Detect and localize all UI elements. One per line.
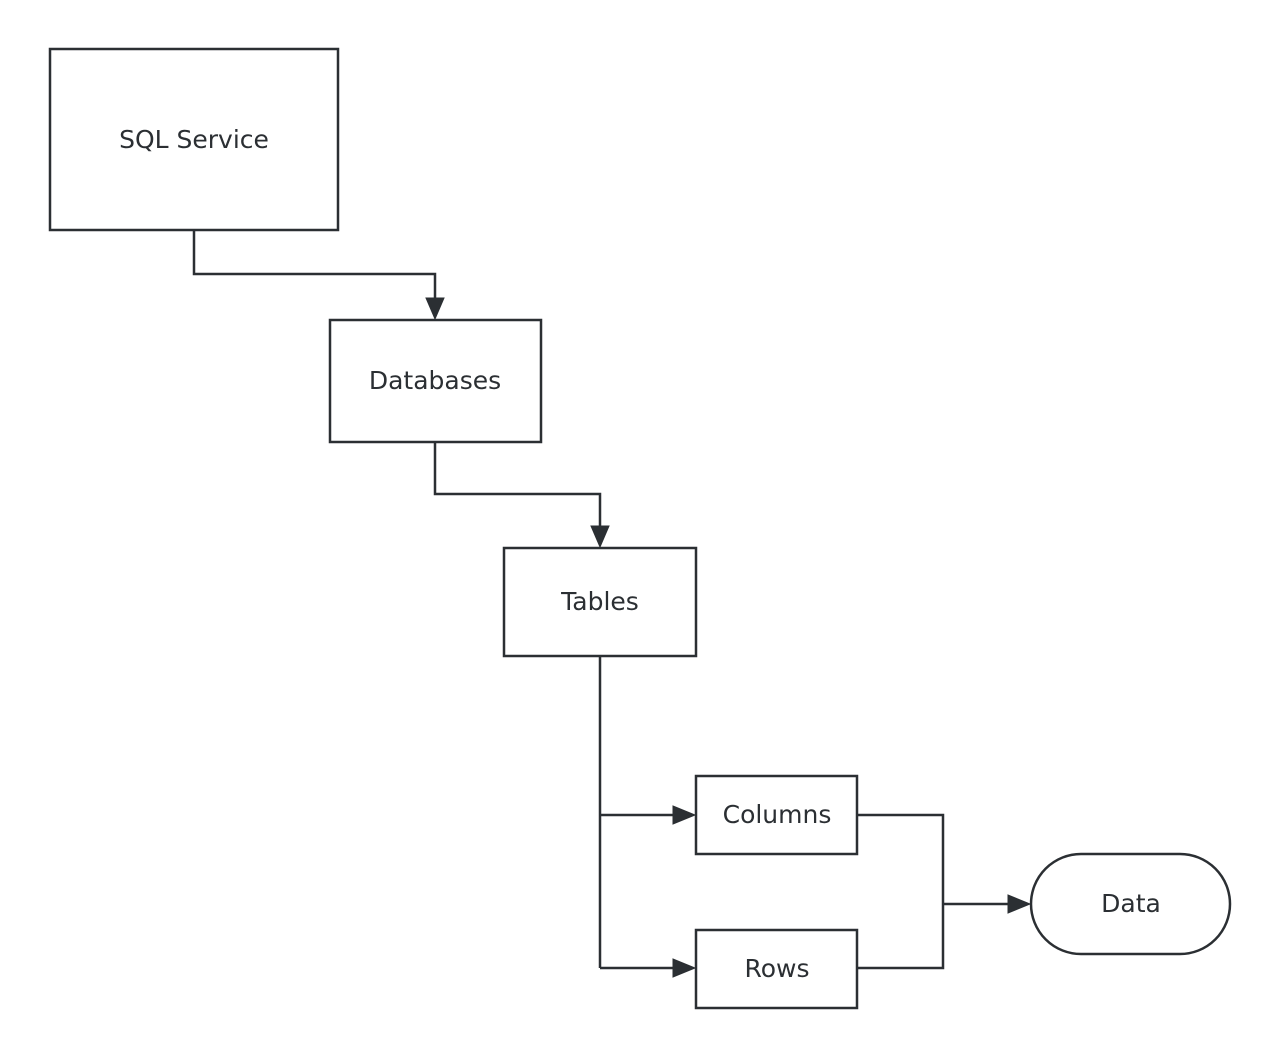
node-rows[interactable]: Rows: [694, 928, 859, 1010]
node-sql-service[interactable]: SQL Service: [48, 47, 340, 232]
node-rows-box: [694, 928, 859, 1010]
edge-rows-to-data: [857, 904, 945, 970]
node-columns-label: Columns: [723, 800, 832, 829]
node-columns[interactable]: Columns: [694, 774, 859, 856]
node-databases[interactable]: Databases: [328, 318, 543, 444]
node-tables-box: [502, 546, 698, 658]
edge-sql-service-to-databases: [192, 230, 437, 300]
arrowhead-data: [1007, 894, 1032, 914]
node-sql-service-label: SQL Service: [119, 125, 269, 154]
node-data-stadium: [1029, 852, 1232, 956]
arrowhead-columns: [672, 805, 697, 825]
arrowhead-tables: [590, 525, 610, 549]
node-sql-service-box: [48, 47, 340, 232]
node-databases-label: Databases: [369, 366, 501, 395]
node-columns-box: [694, 774, 859, 856]
edge-databases-to-tables: [433, 442, 602, 528]
edge-columns-to-data: [857, 813, 945, 904]
edges: [192, 230, 1032, 978]
node-tables[interactable]: Tables: [502, 546, 698, 658]
node-databases-box: [328, 318, 543, 444]
node-data-label: Data: [1101, 889, 1161, 918]
arrowhead-databases: [425, 297, 445, 321]
arrowhead-rows: [672, 958, 697, 978]
node-data[interactable]: Data: [1029, 852, 1232, 956]
node-rows-label: Rows: [744, 954, 809, 983]
node-tables-label: Tables: [560, 587, 639, 616]
